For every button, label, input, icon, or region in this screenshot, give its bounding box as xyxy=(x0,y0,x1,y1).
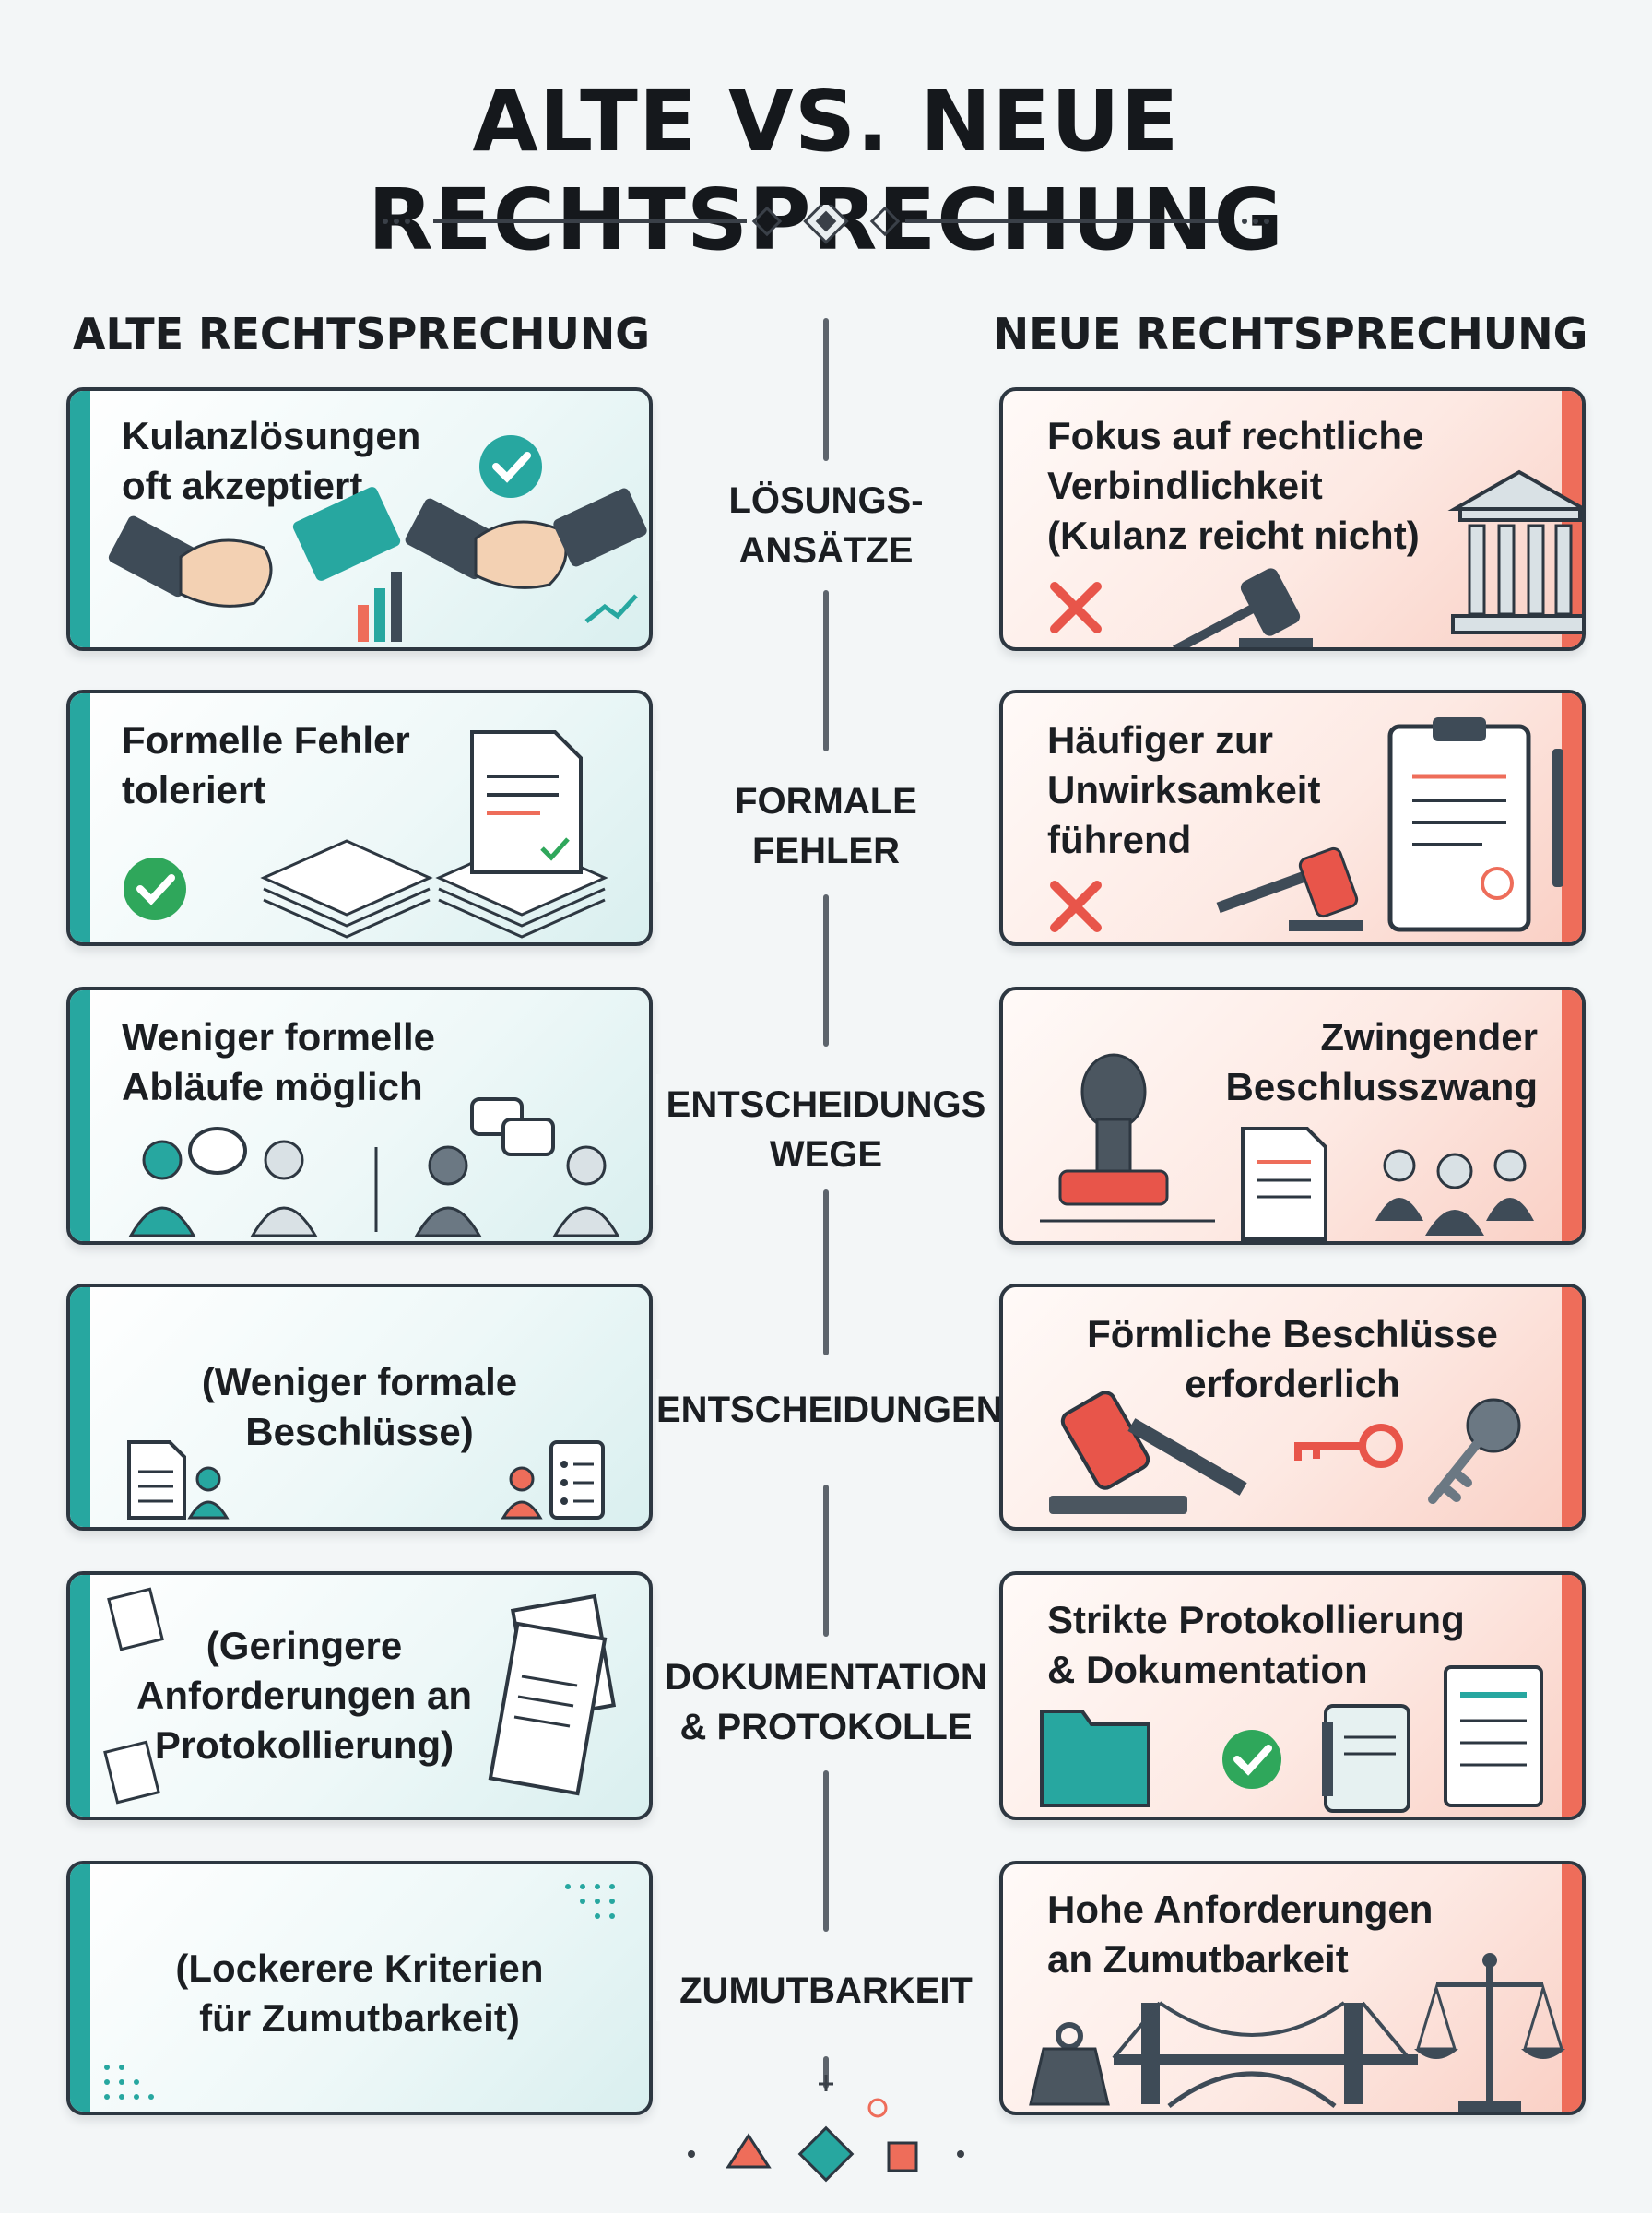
old-card-text: (Weniger formale Beschlüsse) xyxy=(201,1360,518,1453)
board-members-icon xyxy=(1375,1149,1534,1236)
signed-papers-icon xyxy=(488,1593,617,1796)
scales-icon xyxy=(1414,1953,1565,2112)
people-talking-icon xyxy=(128,1140,620,1237)
old-card-dokumentation: (Geringere Anforderungen an Protokollier… xyxy=(66,1571,653,1820)
bridge-icon xyxy=(1112,2001,1418,2108)
category-formale-fehler: FORMALE FEHLER xyxy=(656,771,996,882)
papers-illustration xyxy=(124,730,608,939)
handshake-illustration xyxy=(108,435,647,642)
old-card-text: Weniger formelle Abläufe möglich xyxy=(122,1015,435,1108)
new-card-entscheidungen: Förmliche Beschlüsse erforderlich xyxy=(999,1284,1586,1531)
center-spine xyxy=(823,1189,829,1355)
category-loesungsansaetze: LÖSUNGS- ANSÄTZE xyxy=(656,470,996,581)
old-card-text: Formelle Fehler toleriert xyxy=(122,718,410,811)
new-card-dokumentation: Strikte Protokollierung & Dokumentation xyxy=(999,1571,1586,1820)
notes-illustration xyxy=(103,1587,617,1805)
handshake-icon xyxy=(108,487,647,608)
new-card-zumutbarkeit: Hohe Anforderungen an Zumutbarkeit xyxy=(999,1861,1586,2115)
person-icon xyxy=(187,1466,230,1520)
cross-icon xyxy=(1050,582,1102,633)
column-heading-old: ALTE RECHTSPRECHUNG xyxy=(72,309,651,359)
category-entscheidungswege: ENTSCHEIDUNGS WEGE xyxy=(656,1074,996,1185)
clipboard-illustration xyxy=(1050,717,1564,932)
document-icon xyxy=(127,1440,186,1520)
gavel-key-illustration xyxy=(1049,1391,1521,1514)
center-spine xyxy=(823,2056,829,2089)
footer-ornament xyxy=(688,2075,964,2183)
category-zumutbarkeit: ZUMUTBARKEIT xyxy=(656,1960,996,2021)
gavel-icon xyxy=(1216,846,1363,931)
center-spine xyxy=(823,1770,829,1932)
signed-document-icon xyxy=(1241,1127,1328,1241)
checklist-icon xyxy=(549,1440,605,1520)
checklist-icon xyxy=(1444,1665,1543,1807)
new-card-text: Hohe Anforderungen an Zumutbarkeit xyxy=(1047,1888,1434,1981)
old-card-entscheidungswege: Weniger formelle Abläufe möglich xyxy=(66,987,653,1245)
documents-illustration xyxy=(127,1440,605,1520)
old-card-loesungsansaetze: Kulanzlösungen oft akzeptiert xyxy=(66,387,653,651)
files-illustration xyxy=(1040,1665,1543,1813)
center-spine xyxy=(823,318,829,461)
new-card-entscheidungswege: Zwingender Beschlusszwang xyxy=(999,987,1586,1245)
check-icon xyxy=(479,435,542,498)
check-icon xyxy=(1222,1730,1281,1789)
binder-icon xyxy=(1322,1704,1410,1813)
new-card-formale-fehler: Häufiger zur Unwirksamkeit führend xyxy=(999,690,1586,946)
new-card-loesungsansaetze: Fokus auf rechtliche Verbindlichkeit (Ku… xyxy=(999,387,1586,651)
check-icon xyxy=(124,858,186,920)
person-icon xyxy=(501,1466,543,1520)
dot-pattern-illustration xyxy=(104,1884,615,2100)
old-card-text: (Lockerere Kriterien für Zumutbarkeit) xyxy=(175,1947,544,2040)
document-icon xyxy=(470,730,583,874)
dot-pattern-icon xyxy=(104,1884,615,2100)
people-illustration xyxy=(128,1097,620,1237)
center-spine xyxy=(823,590,829,751)
category-entscheidungen: ENTSCHEIDUNGEN xyxy=(656,1379,1003,1440)
column-heading-new: NEUE RECHTSPRECHUNG xyxy=(993,309,1588,359)
stamp-icon xyxy=(1040,1053,1215,1223)
center-spine xyxy=(823,894,829,1047)
key-icon xyxy=(1294,1398,1521,1504)
speech-bubble-icon xyxy=(188,1097,555,1175)
category-dokumentation: DOKUMENTATION & PROTOKOLLE xyxy=(656,1647,996,1757)
clipboard-icon xyxy=(1387,717,1531,932)
center-spine xyxy=(823,1485,829,1637)
gavel-icon xyxy=(1173,568,1313,647)
folder-icon xyxy=(1040,1710,1150,1807)
new-card-text: Fokus auf rechtliche Verbindlichkeit (Ku… xyxy=(1047,414,1424,557)
bridge-scales-illustration xyxy=(1029,1953,1565,2112)
weight-icon xyxy=(1029,2022,1110,2106)
bar-chart-icon xyxy=(358,572,402,642)
stamp-illustration xyxy=(1040,1053,1534,1241)
cross-icon xyxy=(1050,881,1102,932)
old-card-formale-fehler: Formelle Fehler toleriert xyxy=(66,690,653,946)
courthouse-icon xyxy=(1447,469,1582,634)
old-card-text: (Geringere Anforderungen an Protokollier… xyxy=(136,1624,472,1767)
ornamental-divider xyxy=(383,205,1269,244)
new-card-text: Strikte Protokollierung & Dokumentation xyxy=(1047,1598,1465,1691)
trend-arrow-icon xyxy=(584,594,638,623)
old-card-text: Kulanzlösungen oft akzeptiert xyxy=(122,414,421,507)
note-icon xyxy=(103,1587,164,1805)
new-card-text: Häufiger zur Unwirksamkeit führend xyxy=(1047,718,1321,861)
courthouse-illustration xyxy=(1050,469,1582,647)
new-card-text: Förmliche Beschlüsse erforderlich xyxy=(1087,1312,1498,1405)
old-card-zumutbarkeit: (Lockerere Kriterien für Zumutbarkeit) xyxy=(66,1861,653,2115)
pen-icon xyxy=(1552,749,1564,887)
new-card-text: Zwingender Beschlusszwang xyxy=(1225,1015,1538,1108)
gavel-icon xyxy=(1049,1391,1247,1514)
old-card-entscheidungen: (Weniger formale Beschlüsse) xyxy=(66,1284,653,1531)
